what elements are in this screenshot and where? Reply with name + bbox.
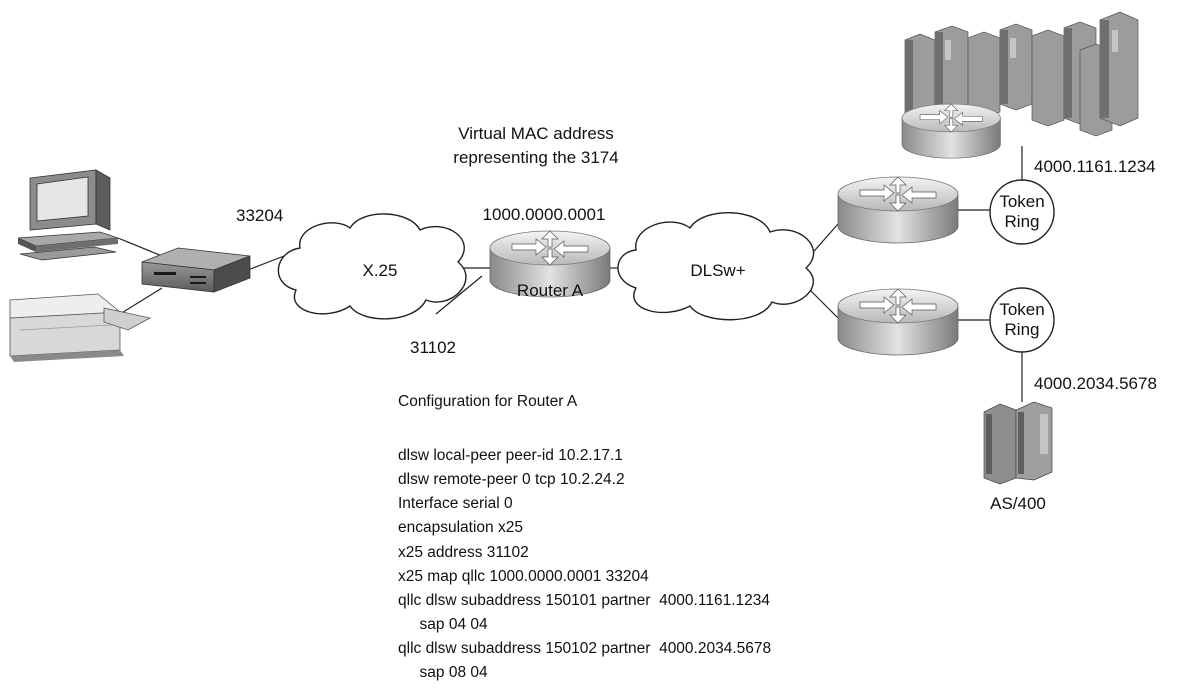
dlsw-cloud-icon [617,211,815,321]
x25-cloud-icon [277,213,467,320]
config-title: Configuration for Router A [398,393,578,410]
link-31102-pointer [435,275,483,315]
link-pc-pad [117,237,163,257]
link-printer-pad [119,287,163,315]
token-ring-top-label-2: Ring [1005,212,1040,231]
printer-icon [9,293,152,362]
link-dlsw-router-bottom [807,287,839,319]
as400-icon [983,401,1053,485]
config-line: qllc dlsw subaddress 150101 partner 4000… [398,592,770,609]
as400-mac-label: 4000.2034.5678 [1034,374,1157,393]
x25-cloud-label: X.25 [363,261,398,280]
config-line: dlsw local-peer peer-id 10.2.17.1 [398,447,623,464]
config-lines: dlsw local-peer peer-id 10.2.17.1 dlsw r… [398,447,771,681]
config-line: Interface serial 0 [398,495,513,512]
token-ring-top-icon: Token Ring [989,179,1055,245]
mainframe-icon [901,11,1139,159]
config-line: encapsulation x25 [398,519,523,536]
token-ring-bottom-icon: Token Ring [989,287,1055,353]
router-bottom-icon [837,288,959,356]
router-top-icon [837,176,959,244]
config-line: sap 04 04 [398,616,488,633]
token-ring-bottom-label-1: Token [999,300,1044,319]
pad-address-label: 33204 [236,206,283,225]
token-ring-bottom-label-2: Ring [1005,320,1040,339]
virtual-mac-label-1: Virtual MAC address [458,124,614,143]
pc-terminal-icon [17,169,119,261]
dlsw-cloud-label: DLSw+ [690,261,745,280]
link-pad-x25 [247,255,285,271]
token-ring-top-label-1: Token [999,192,1044,211]
pad-device-icon [141,247,251,293]
router-a-mac-label: 1000.0000.0001 [483,205,606,224]
router-x25-address-label: 31102 [410,338,456,357]
router-a-name-label: Router A [517,281,584,300]
config-line: sap 08 04 [398,664,488,681]
virtual-mac-label-2: representing the 3174 [453,148,618,167]
config-line: qllc dlsw subaddress 150102 partner 4000… [398,640,771,657]
config-line: x25 map qllc 1000.0000.0001 33204 [398,568,649,585]
as400-name-label: AS/400 [990,494,1046,513]
config-line: dlsw remote-peer 0 tcp 10.2.24.2 [398,471,625,488]
config-line: x25 address 31102 [398,544,529,561]
host-mac-label: 4000.1161.1234 [1034,157,1156,176]
